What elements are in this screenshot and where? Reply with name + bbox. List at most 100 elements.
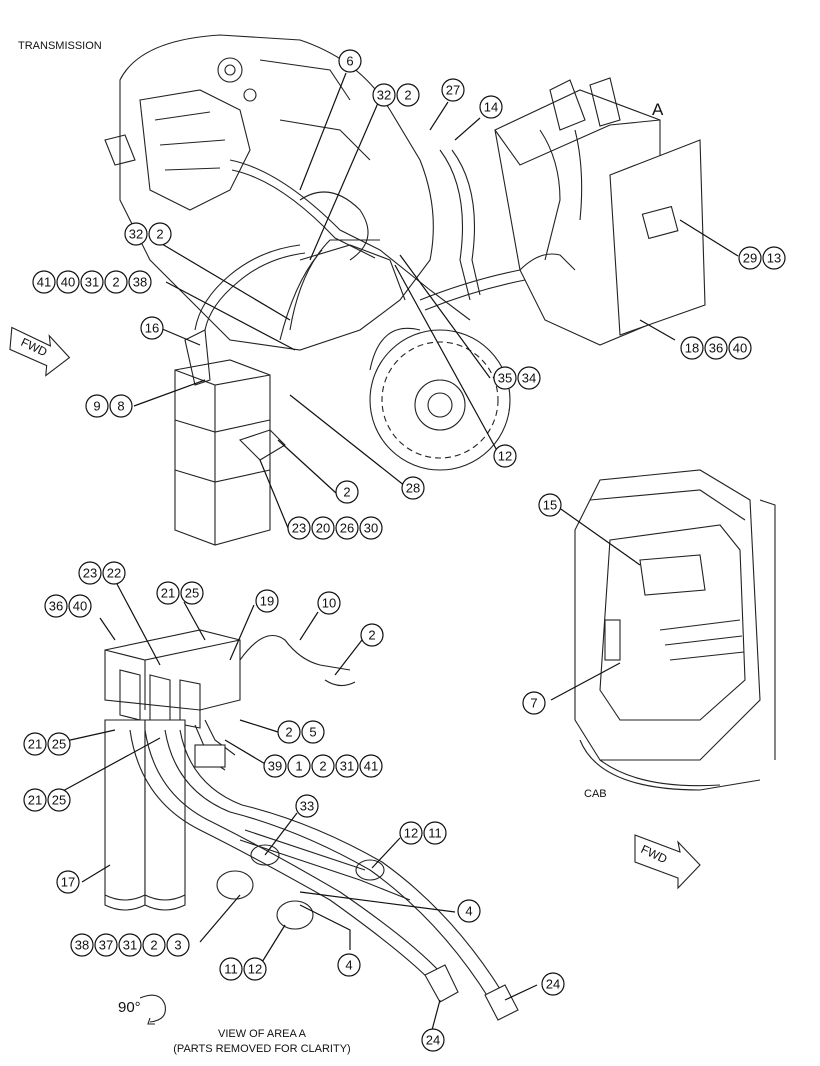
callout-number: 36 xyxy=(709,341,723,356)
callout-circle xyxy=(180,581,204,605)
callout-number: 4 xyxy=(465,904,472,919)
callout-circle xyxy=(124,222,148,246)
fwd-arrow-left xyxy=(9,326,71,377)
callout-circle xyxy=(359,516,383,540)
callout-c19: 19 xyxy=(255,589,279,613)
callout-circle xyxy=(104,270,128,294)
callout-number: 25 xyxy=(52,737,66,752)
callout-c7: 7 xyxy=(522,691,546,715)
callout-number: 12 xyxy=(404,826,418,841)
callout-number: 11 xyxy=(428,826,442,841)
callout-number: 22 xyxy=(107,566,121,581)
callout-number: 40 xyxy=(73,599,87,614)
callout-circle xyxy=(56,870,80,894)
callout-circle xyxy=(335,516,359,540)
cab-drawing xyxy=(574,469,776,791)
callout-number: 21 xyxy=(28,793,42,808)
callout-circle xyxy=(263,754,287,778)
callout-c33: 33 xyxy=(295,794,319,818)
callout-circle xyxy=(68,594,92,618)
callout-c6: 6 xyxy=(338,49,362,73)
callout-number: 41 xyxy=(37,275,51,290)
callout-circle xyxy=(311,516,335,540)
callout-c21-25-b: 21 25 xyxy=(23,788,71,812)
callout-c12-mid: 12 xyxy=(493,444,517,468)
callout-circle xyxy=(372,83,396,107)
callout-circle xyxy=(335,480,359,504)
callout-number: 2 xyxy=(150,938,157,953)
callout-circle xyxy=(738,246,762,270)
callout-circle xyxy=(148,222,172,246)
callout-number: 4 xyxy=(345,958,352,973)
callout-circle xyxy=(338,49,362,73)
callout-circle xyxy=(317,591,341,615)
callout-circle xyxy=(78,561,102,585)
callout-number: 31 xyxy=(85,275,99,290)
callout-number: 40 xyxy=(733,341,747,356)
callout-circle xyxy=(118,933,142,957)
callout-number: 41 xyxy=(364,759,378,774)
callout-circle xyxy=(538,493,562,517)
callout-number: 23 xyxy=(292,521,306,536)
callout-number: 20 xyxy=(316,521,330,536)
callout-circle xyxy=(457,899,481,923)
callout-number: 26 xyxy=(340,521,354,536)
callout-circle xyxy=(277,720,301,744)
callout-circle xyxy=(56,270,80,294)
callout-c15: 15 xyxy=(538,493,562,517)
view-subtitle: (PARTS REMOVED FOR CLARITY) xyxy=(173,1043,350,1055)
callout-number: 10 xyxy=(322,596,336,611)
callout-circle xyxy=(335,754,359,778)
callout-number: 9 xyxy=(93,399,100,414)
callout-circle xyxy=(421,1028,445,1052)
callout-circle xyxy=(359,754,383,778)
callout-circle xyxy=(311,754,335,778)
callout-c14: 14 xyxy=(479,95,503,119)
callout-circle xyxy=(704,336,728,360)
callout-number: 25 xyxy=(52,793,66,808)
callout-circle xyxy=(762,246,786,270)
callout-circle xyxy=(255,589,279,613)
callout-circle xyxy=(287,754,311,778)
callout-number: 2 xyxy=(319,759,326,774)
callout-number: 23 xyxy=(83,566,97,581)
callout-number: 24 xyxy=(546,977,560,992)
callout-circle xyxy=(219,957,243,981)
callout-c17: 17 xyxy=(56,870,80,894)
callout-number: 2 xyxy=(404,88,411,103)
callout-circle xyxy=(423,821,447,845)
callout-circle xyxy=(23,788,47,812)
rotation-arrow xyxy=(139,994,166,1025)
callout-circle xyxy=(85,394,109,418)
callout-number: 29 xyxy=(743,251,757,266)
callout-number: 30 xyxy=(364,521,378,536)
callout-number: 40 xyxy=(61,275,75,290)
callout-circle xyxy=(156,581,180,605)
callout-number: 28 xyxy=(406,481,420,496)
callout-circle xyxy=(728,336,752,360)
callout-circle xyxy=(493,366,517,390)
callout-circle xyxy=(32,270,56,294)
callout-number: 32 xyxy=(129,227,143,242)
callout-circle xyxy=(140,316,164,340)
callout-number: 12 xyxy=(248,962,262,977)
callout-c28: 28 xyxy=(401,476,425,500)
callout-circle xyxy=(522,691,546,715)
callout-number: 27 xyxy=(446,83,460,98)
callout-c23-20-26-30: 23 20 26 30 xyxy=(287,516,383,540)
callout-circle xyxy=(44,594,68,618)
callout-c27: 27 xyxy=(441,78,465,102)
callout-number: 34 xyxy=(522,371,536,386)
callout-number: 19 xyxy=(260,594,274,609)
callout-number: 33 xyxy=(300,799,314,814)
callout-c24-a: 24 xyxy=(541,972,565,996)
callout-number: 3 xyxy=(174,938,181,953)
